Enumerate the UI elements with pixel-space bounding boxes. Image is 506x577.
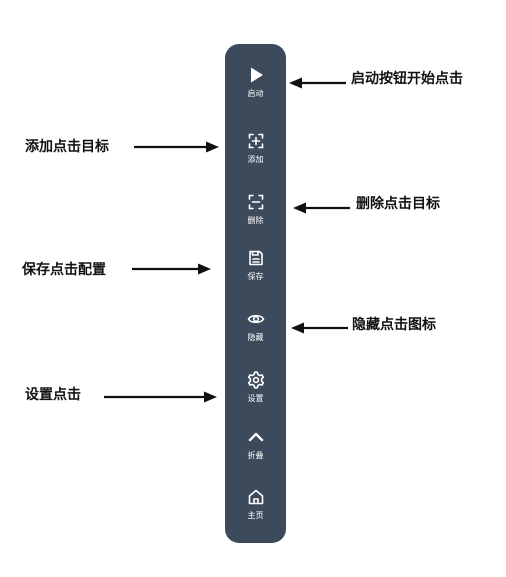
arrow-to-delete: [293, 202, 350, 214]
delete-button[interactable]: 删除: [225, 193, 286, 245]
eye-icon: [247, 314, 264, 324]
hide-label: 隐藏: [247, 333, 264, 342]
hide-button[interactable]: 隐藏: [225, 310, 286, 362]
floating-toolbar: 启动 添加 删除: [225, 44, 286, 543]
annotation-save: 保存点击配置: [22, 262, 106, 278]
arrow-to-hide: [291, 322, 348, 334]
save-button[interactable]: 保存: [225, 249, 286, 301]
arrow-to-save: [132, 263, 211, 275]
annotation-start: 启动按钮开始点击: [351, 71, 463, 87]
annotation-add: 添加点击目标: [25, 139, 109, 155]
add-target-icon: [248, 133, 263, 149]
save-file-icon: [248, 250, 263, 266]
settings-button[interactable]: 设置: [225, 371, 286, 423]
collapse-button[interactable]: 折叠: [225, 428, 286, 480]
chevron-up-icon: [248, 432, 263, 442]
annotation-hide: 隐藏点击图标: [352, 317, 436, 333]
delete-label: 删除: [247, 216, 264, 225]
gear-icon: [247, 371, 264, 389]
save-label: 保存: [247, 272, 264, 281]
home-icon: [248, 489, 263, 505]
add-button[interactable]: 添加: [225, 132, 286, 184]
start-label: 启动: [247, 89, 264, 98]
home-label: 主页: [247, 511, 264, 520]
annotation-delete: 删除点击目标: [356, 196, 440, 212]
play-icon: [250, 67, 263, 83]
settings-label: 设置: [247, 394, 264, 403]
annotation-settings: 设置点击: [25, 387, 81, 403]
arrow-to-settings: [104, 391, 217, 403]
add-label: 添加: [247, 155, 264, 164]
home-button[interactable]: 主页: [225, 488, 286, 540]
collapse-label: 折叠: [247, 451, 264, 460]
arrow-to-add: [134, 141, 219, 153]
remove-target-icon: [248, 194, 263, 210]
arrow-to-start: [289, 77, 346, 89]
start-button[interactable]: 启动: [225, 66, 286, 118]
